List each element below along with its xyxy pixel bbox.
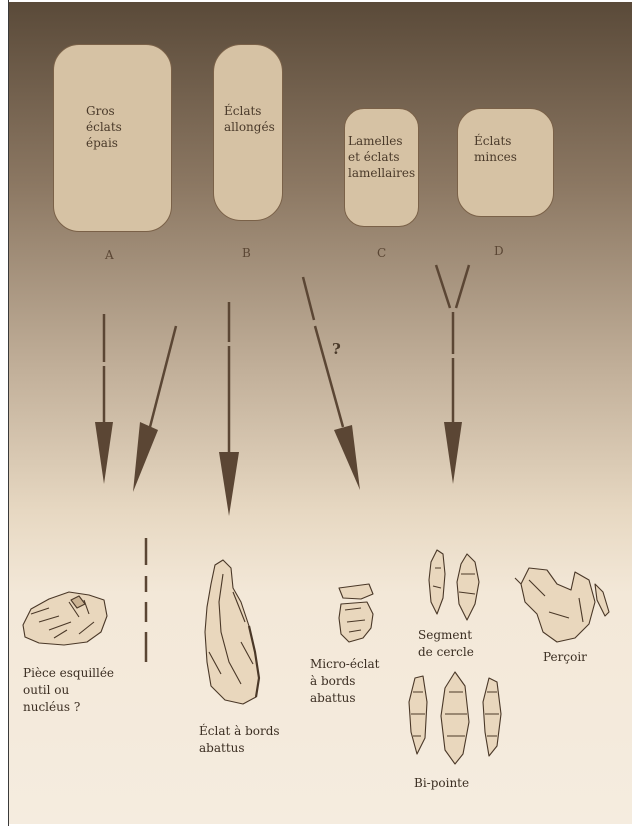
label-segment-de-cercle: Segment de cercle [418,627,474,661]
uncertain-question-mark: ? [332,340,341,358]
piece-label-line1: Pièce esquillée [23,665,114,682]
arrow-c-uncertain [303,277,360,490]
bipointe-label-line1: Bi-pointe [414,775,469,792]
eclat-label-line2: abattus [199,740,280,757]
segment-label-line2: de cercle [418,644,474,661]
segment-de-cercle-drawing [429,550,479,620]
label-micro-eclat: Micro-éclat à bords abattus [310,656,380,707]
micro-label-line1: Micro-éclat [310,656,380,673]
micro-label-line2: à bords [310,673,380,690]
arrow-d-converging [436,265,469,484]
piece-label-line3: nucléus ? [23,699,114,716]
arrow-a-main [95,314,113,484]
label-bi-pointe: Bi-pointe [414,775,469,792]
diagram-canvas: Gros éclats épais A Éclats allongés B La… [9,2,632,824]
label-eclat-bords-abattus: Éclat à bords abattus [199,723,280,757]
micro-eclat-drawing [339,584,373,642]
segment-label-line1: Segment [418,627,474,644]
label-percoir: Perçoir [543,649,587,666]
micro-label-line3: abattus [310,690,380,707]
eclat-label-line1: Éclat à bords [199,723,280,740]
label-piece-esquillee: Pièce esquillée outil ou nucléus ? [23,665,114,716]
eclat-bords-abattus-drawing [205,560,259,704]
percoir-drawing [515,568,609,642]
arrow-a-diagonal [133,326,176,492]
piece-esquillee-drawing [23,592,107,645]
arrow-b [219,302,239,516]
bi-pointe-drawing [409,672,501,764]
piece-label-line2: outil ou [23,682,114,699]
percoir-label-line1: Perçoir [543,649,587,666]
